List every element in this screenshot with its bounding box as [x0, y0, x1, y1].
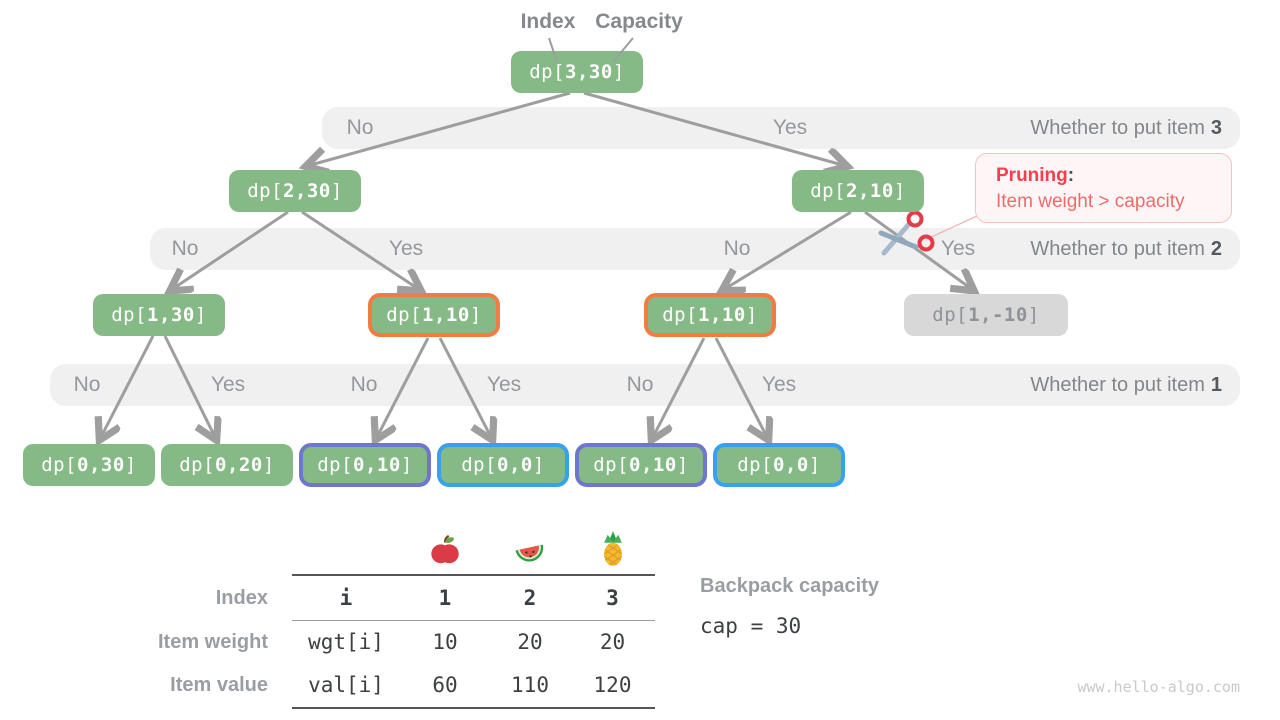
node-dp-1-neg10-pruned: dp[1,-10] [904, 294, 1068, 336]
table-cell: 120 [593, 673, 632, 697]
table-cell: 1 [438, 586, 452, 610]
row-label-weight: Item weight [158, 630, 269, 653]
table-rule-bottom [292, 707, 655, 709]
table-cell: 20 [599, 630, 626, 654]
node-dp-2-30: dp[2,30] [229, 170, 361, 212]
items-table: Index i 1 2 3 Item weight wgt[i] 10 20 2… [158, 512, 655, 709]
backpack-capacity: Backpack capacity cap = 30 [700, 575, 879, 638]
backpack-capacity-label: Backpack capacity [700, 575, 880, 597]
table-cell: val[i] [308, 673, 384, 697]
band-label-yes: Yes [761, 373, 797, 396]
node-dp-0-0-left: dp[0,0] [437, 443, 569, 487]
node-dp-0-10-right: dp[0,10] [575, 443, 707, 487]
table-cell: wgt[i] [308, 630, 384, 654]
pruning-title: Pruning [996, 165, 1068, 186]
band-label-yes: Yes [210, 373, 246, 396]
node-dp-0-20: dp[0,20] [161, 444, 293, 486]
capacity-pointer-label: Capacity [595, 10, 683, 33]
band-label-yes: Yes [940, 237, 976, 260]
table-cell: i [339, 586, 353, 610]
pineapple-icon [570, 512, 655, 574]
node-dp-3-30: dp[3,30] [511, 51, 643, 93]
node-dp-2-10: dp[2,10] [792, 170, 924, 212]
band-label-no: No [350, 373, 378, 396]
node-dp-1-30: dp[1,30] [93, 294, 225, 336]
row-label-value: Item value [170, 673, 268, 696]
index-pointer-label: Index [520, 10, 576, 33]
table-cell: 10 [432, 630, 458, 654]
pruning-callout: Pruning: Item weight > capacity [975, 153, 1232, 223]
node-dp-0-30: dp[0,30] [23, 444, 155, 486]
table-cell: 60 [432, 673, 458, 697]
node-dp-0-10-left: dp[0,10] [299, 443, 431, 487]
pruning-detail: Item weight > capacity [996, 191, 1185, 212]
node-dp-1-10-right: dp[1,10] [644, 293, 776, 337]
band-label-no: No [626, 373, 654, 396]
table-cell: 20 [517, 630, 543, 654]
decision-band-item-1: No Yes No Yes No Yes Whether to put item… [50, 364, 1240, 406]
table-cell: 2 [523, 586, 537, 610]
band-label-no: No [171, 237, 199, 260]
watermark: www.hello-algo.com [1077, 678, 1240, 696]
node-dp-0-0-right: dp[0,0] [713, 443, 845, 487]
table-cell: 3 [606, 586, 619, 610]
apple-icon [400, 512, 490, 574]
band-label-no: No [346, 116, 374, 139]
backpack-capacity-value: cap = 30 [700, 614, 802, 638]
table-rule-top [292, 574, 655, 576]
row-label-index: Index [215, 586, 268, 609]
band-label-no: No [73, 373, 101, 396]
band-label-yes: Yes [486, 373, 522, 396]
band-label-yes: Yes [772, 116, 808, 139]
watermelon-icon [490, 512, 570, 574]
table-cell: 110 [511, 673, 549, 697]
band-label-no: No [723, 237, 751, 260]
table-rule-middle [292, 620, 655, 621]
band-label-yes: Yes [388, 237, 424, 260]
node-dp-1-10-left: dp[1,10] [368, 293, 500, 337]
